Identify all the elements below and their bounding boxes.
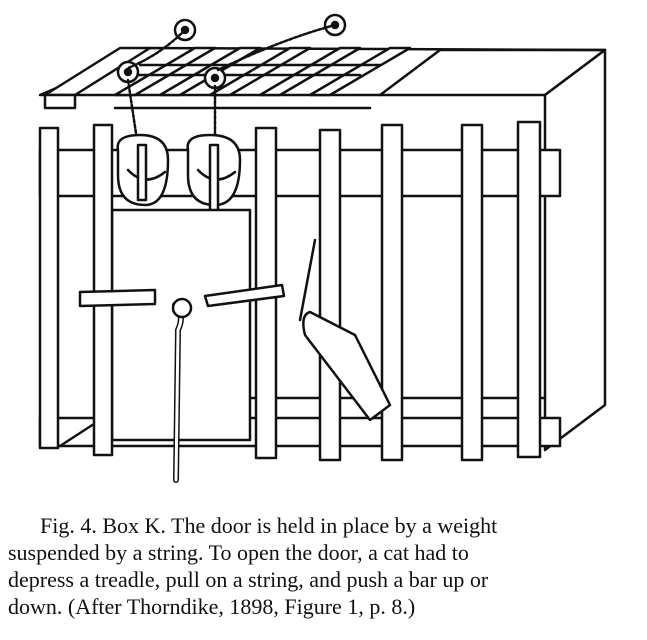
door-bolts (78, 283, 286, 308)
caption-line: suspended by a string. To open the door,… (8, 540, 469, 565)
treadle (298, 238, 392, 422)
caption-line: depress a treadle, pull on a string, and… (8, 567, 489, 592)
pull-string (171, 297, 193, 483)
caption-line: Fig. 4. Box K. The door is held in place… (40, 513, 498, 538)
figure-caption: Fig. 4. Box K. The door is held in place… (8, 512, 638, 620)
front-bars (38, 120, 542, 462)
puzzle-box-illustration (38, 13, 607, 483)
pulley-system (116, 13, 347, 162)
caption-line: down. (After Thorndike, 1898, Figure 1, … (8, 594, 416, 619)
door-latches (116, 133, 242, 217)
